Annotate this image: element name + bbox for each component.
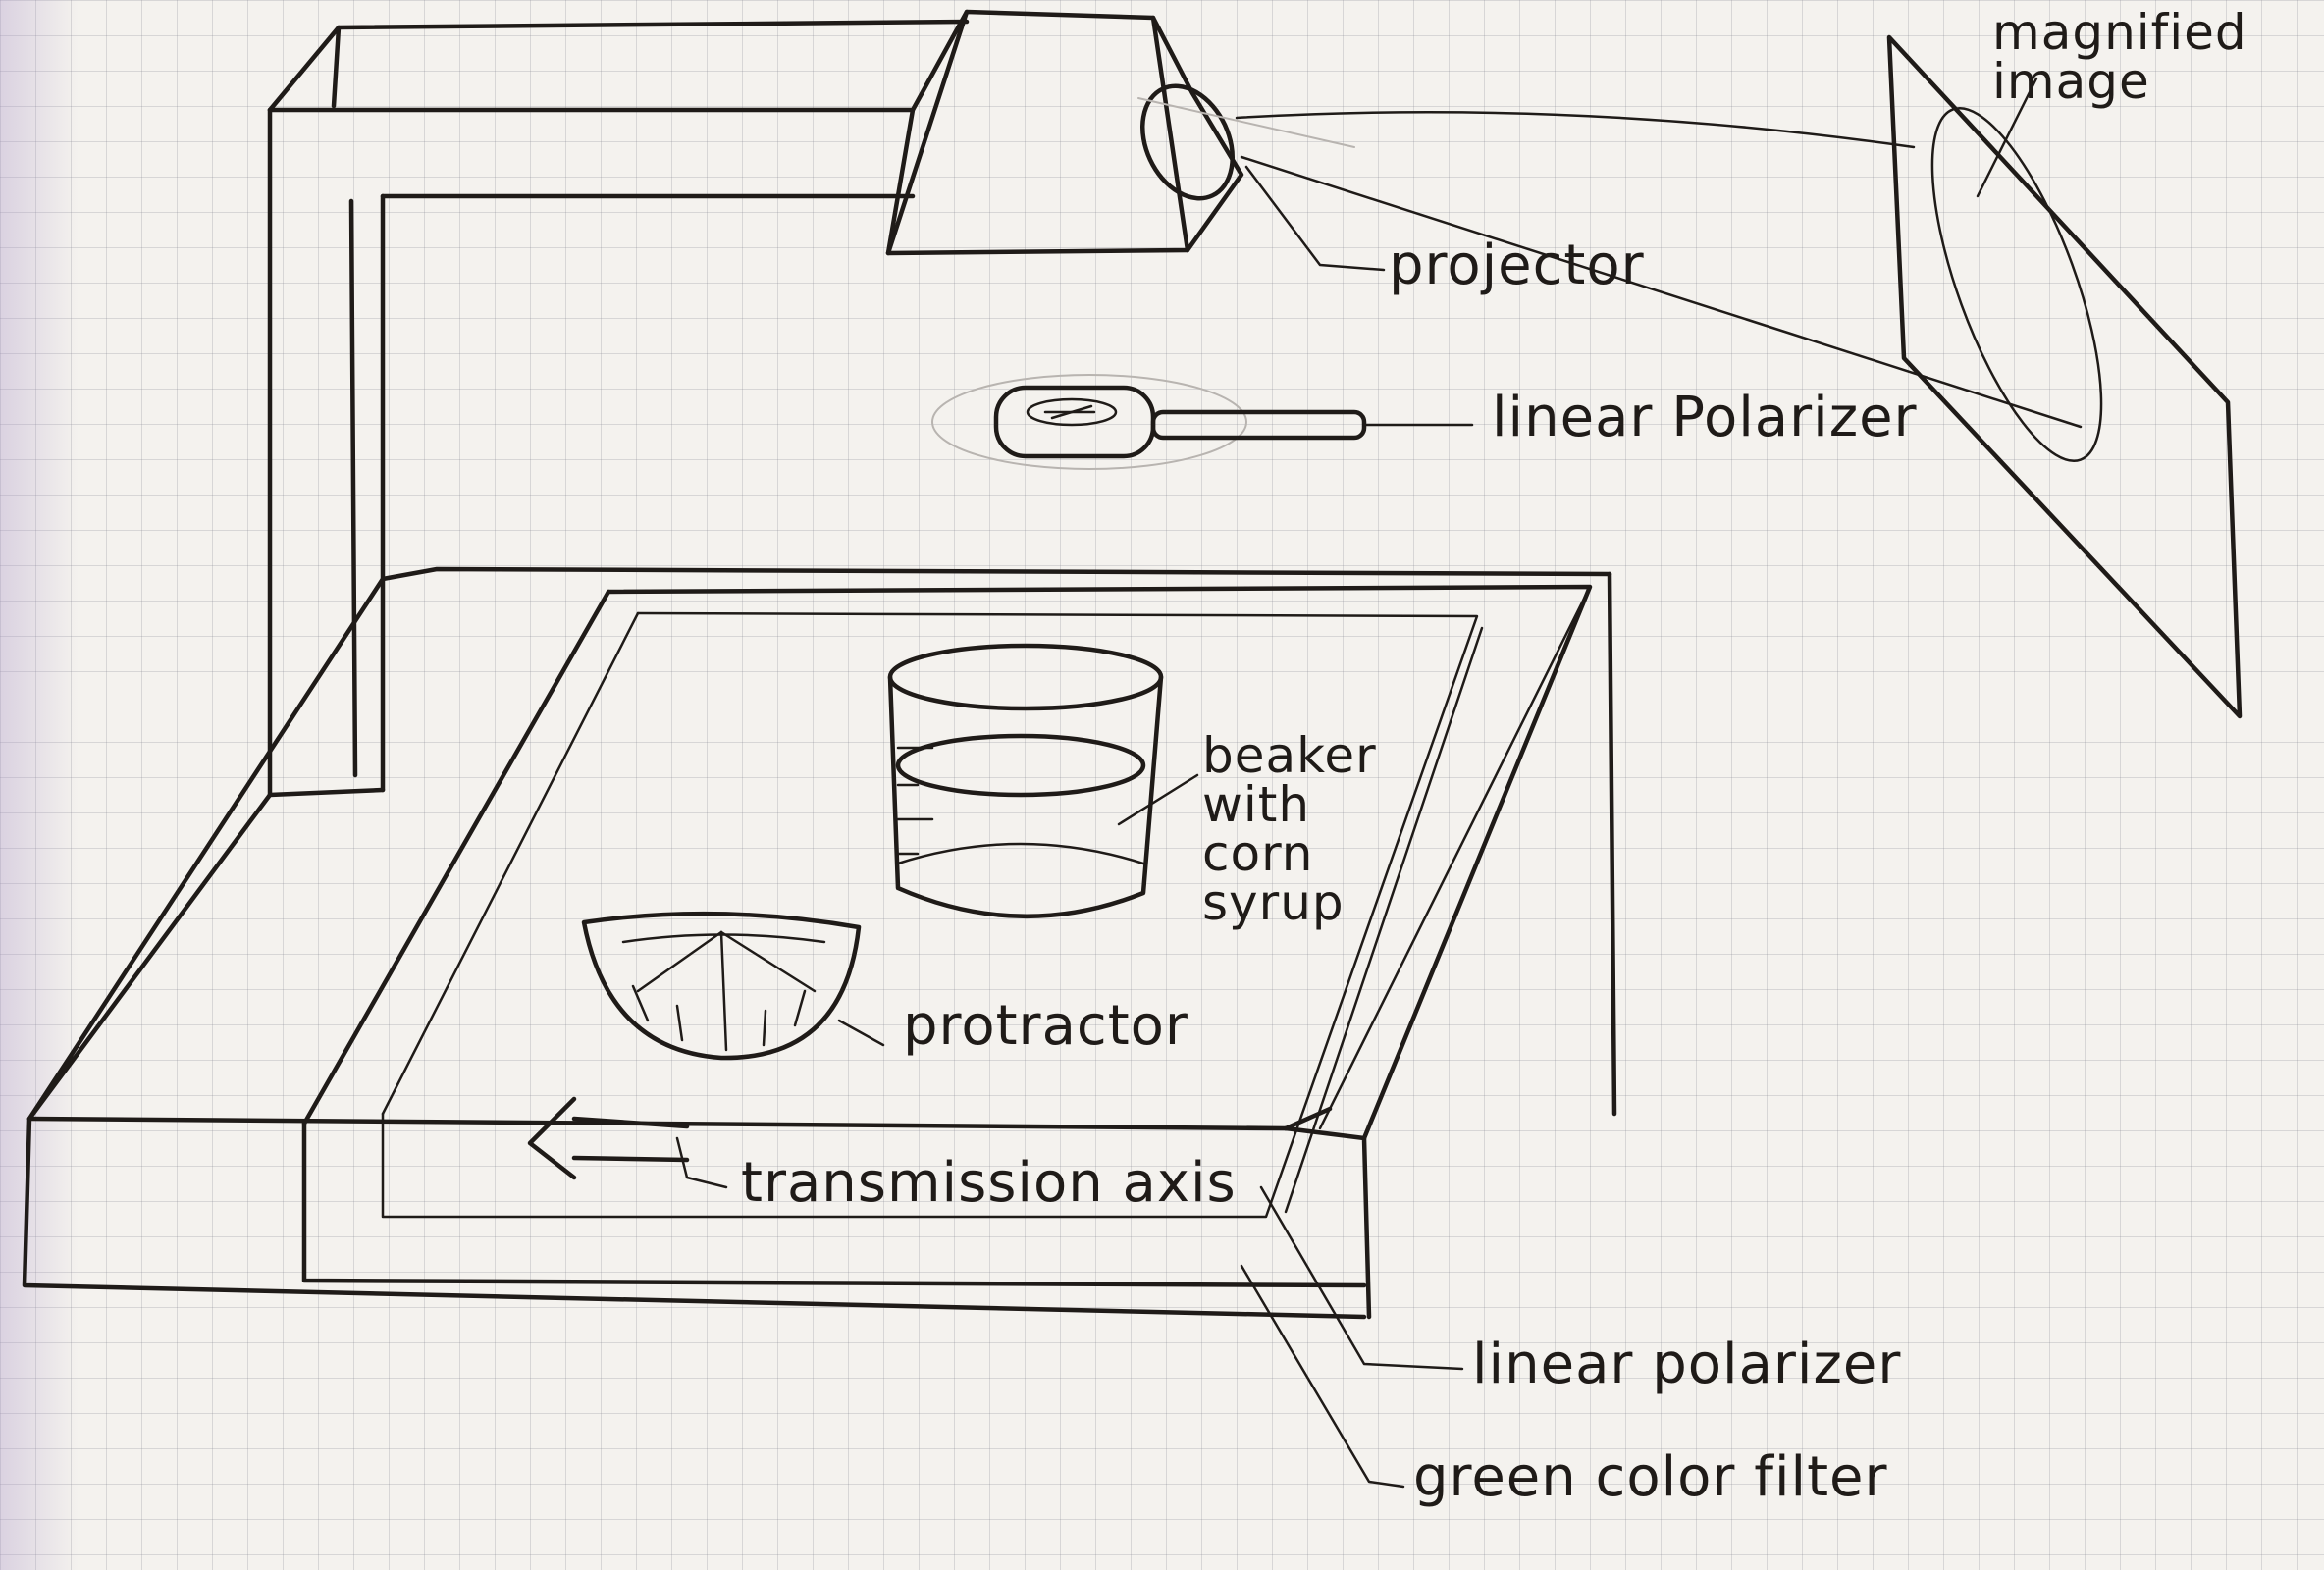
label-linear-polarizer-top: linear Polarizer [1492,388,1918,448]
label-protractor: protractor [903,996,1188,1057]
label-linear-polarizer-bottom: linear polarizer [1472,1334,1901,1395]
label-beaker-corn-syrup: beaker with corn syrup [1202,731,1377,927]
upper-polarizer [932,375,1472,469]
label-green-color-filter: green color filter [1413,1447,1888,1508]
label-projector: projector [1389,236,1645,296]
label-magnified-image: magnified image [1992,8,2247,106]
protractor [584,914,883,1058]
label-transmission-axis: transmission axis [741,1153,1237,1214]
stand-arm [270,22,967,795]
beaker [890,646,1197,916]
transmission-axis-arrow [530,1099,726,1187]
projection-screen [1889,37,2240,716]
projector-body [888,12,1249,253]
